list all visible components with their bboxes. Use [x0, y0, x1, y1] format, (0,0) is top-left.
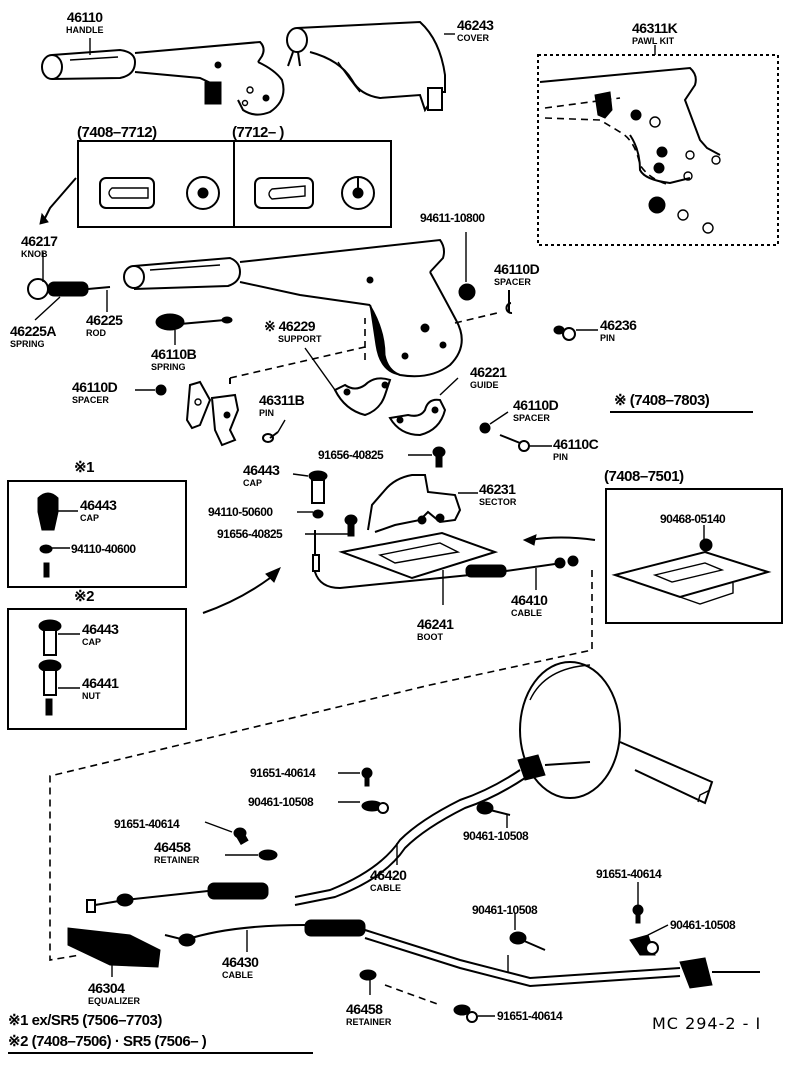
support-date-note: ※ (7408–7803) — [614, 392, 710, 409]
inset-handle-left-label: (7408–7712) — [77, 124, 157, 141]
footnote-2: ※2 (7408–7506) · SR5 (7506– ) — [8, 1033, 207, 1050]
part-label-bolt-91651-b[interactable]: 91651-40614 — [114, 817, 180, 831]
part-label-clamp-90461-c[interactable]: 90461-10508 — [472, 903, 538, 917]
inset-note2-title: ※2 — [74, 588, 94, 605]
clamp-90461-b-drawing — [476, 801, 511, 828]
equalizer-drawing — [67, 927, 161, 977]
cable-right-drawing — [86, 769, 526, 913]
inset-note1-title: ※1 — [74, 459, 94, 476]
inset-handle-variants-box — [77, 140, 392, 228]
part-label-bolt-91656-top[interactable]: 91656-40825 — [318, 448, 384, 462]
cover-drawing — [286, 20, 446, 113]
part-label-bolt-91651-a[interactable]: 91651-40614 — [250, 766, 316, 780]
boot-variant-arrow — [529, 536, 596, 541]
bolt-91651-c-drawing — [632, 882, 644, 924]
inset-handle-right-label: (7712– ) — [232, 124, 284, 141]
bolt-91651-b-drawing — [204, 821, 249, 846]
main-handle-drawing — [27, 238, 463, 378]
brake-drum-drawing — [517, 661, 714, 805]
part-label-bolt-91651-d[interactable]: 91651-40614 — [497, 1009, 563, 1023]
inset-note1-nut-label[interactable]: 94110-40600 — [71, 542, 136, 556]
drawing-code: MC 294-2 - I — [652, 1014, 762, 1033]
pin-b-drawing — [262, 419, 286, 443]
part-label-clamp-90461-b[interactable]: 90461-10508 — [463, 829, 529, 843]
retainer-lower-drawing — [359, 969, 441, 1006]
bolt-91656-mid-drawing — [344, 514, 358, 537]
cap-main-drawing — [308, 470, 328, 504]
part-label-bolt-91651-c[interactable]: 91651-40614 — [596, 867, 662, 881]
bolt-91651-d-drawing — [453, 1004, 495, 1023]
washer-94611-drawing — [458, 283, 476, 301]
spacer-top-drawing — [505, 290, 513, 314]
clamp-90461-a-drawing — [338, 800, 389, 814]
inset-note1-box — [7, 480, 187, 588]
pawl-drawing — [185, 380, 240, 447]
spring-b-drawing — [155, 313, 233, 345]
sector-drawing — [367, 474, 478, 533]
guide-drawing — [388, 377, 459, 437]
inset-boot-variant-box — [605, 488, 783, 624]
spring-a-leader — [34, 296, 61, 321]
rear-assembly-dashed-outline — [49, 570, 593, 961]
inset-boot-variant-label: (7408–7501) — [604, 468, 684, 485]
clamp-90461-c-drawing — [509, 913, 546, 951]
footnote-1: ※1 ex/SR5 (7506–7703) — [8, 1012, 162, 1029]
inset-pointer-arrow — [43, 177, 77, 221]
part-label-clamp-90461-d[interactable]: 90461-10508 — [670, 918, 736, 932]
bolt-91656-top-drawing — [432, 446, 446, 468]
spacer-mid-drawing — [479, 422, 491, 434]
part-label-nut-94110-50600[interactable]: 94110-50600 — [208, 505, 273, 519]
boot-drawing — [338, 531, 499, 605]
note-arrow — [202, 577, 271, 614]
pin-c-drawing — [499, 434, 552, 452]
clamp-90461-d-drawing — [629, 924, 669, 956]
pin-236-drawing — [553, 325, 598, 341]
support-drawing — [229, 318, 392, 417]
nut-94110-drawing — [312, 509, 324, 519]
bolt-91651-a-drawing — [338, 767, 373, 787]
handle-drawing — [41, 40, 285, 116]
cable-left-drawing — [164, 919, 760, 989]
pawl-kit-box — [537, 45, 779, 246]
inset-boot-variant-screw-label[interactable]: 90468-05140 — [660, 512, 726, 526]
spacer-left-drawing — [155, 384, 167, 396]
inset-note2-box — [7, 608, 187, 730]
retainer-upper-drawing — [225, 849, 278, 861]
part-label-washer-94611[interactable]: 94611-10800 — [420, 211, 485, 225]
cable-front-drawing — [312, 530, 579, 590]
part-label-bolt-91656-mid[interactable]: 91656-40825 — [217, 527, 283, 541]
part-label-clamp-90461-a[interactable]: 90461-10508 — [248, 795, 314, 809]
